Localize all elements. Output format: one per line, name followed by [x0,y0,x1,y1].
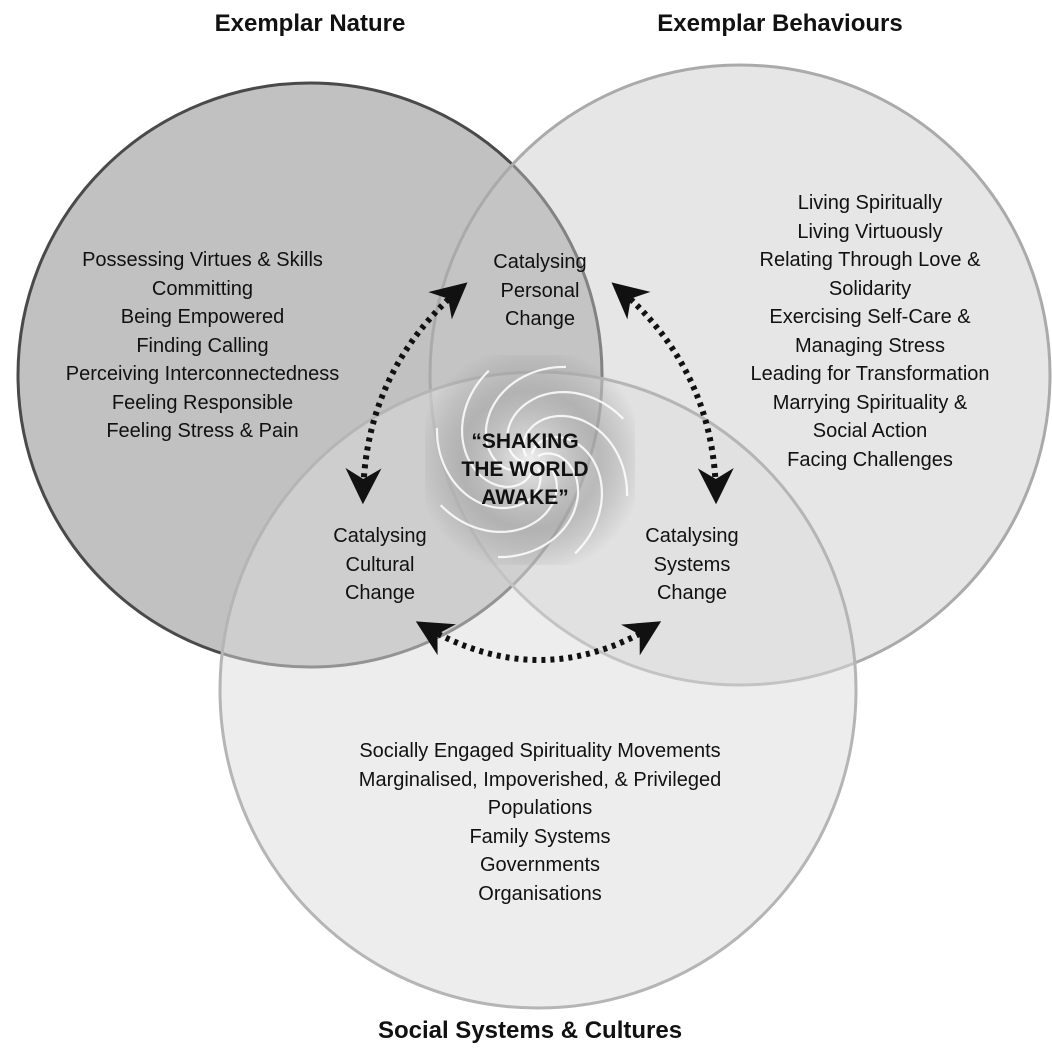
arrow-personal-systems [611,282,734,505]
behaviour-item: Facing Challenges [787,448,953,471]
center-slogan-line: AWAKE” [481,486,569,509]
system-item: Organisations [478,882,602,905]
change-label-line: Personal [500,279,580,302]
arrow-personal-cultural [345,282,468,505]
center-slogan-line: THE WORLD [461,458,589,481]
system-item: Family Systems [469,825,611,848]
change-label-line: Change [344,582,416,604]
change-label-line: Systems [653,553,731,576]
nature-item: Feeling Stress & Pain [106,420,299,442]
nature-item: Possessing Virtues & Skills [82,249,323,271]
behaviour-item: Relating Through Love & [759,249,981,271]
nature-item: Finding Calling [136,334,269,357]
change-label-line: Change [656,582,728,604]
change-label-line: Catalysing [493,251,587,273]
title-social-systems-cultures: Social Systems & Cultures [377,1017,683,1044]
nature-item: Committing [151,277,254,300]
behaviour-item: Social Action [812,420,928,442]
behaviour-item: Living Spiritually [797,192,943,214]
spiral-arm [497,452,580,559]
spiral-arm [506,391,625,464]
system-item: Marginalised, Impoverished, & Privileged [358,768,722,791]
center-slogan-line: “SHAKING [471,430,579,453]
spiral-arm [530,436,603,555]
nature-item: Perceiving Interconnectedness [65,363,340,385]
nature-item: Being Empowered [120,306,285,328]
spiral-arm [439,460,558,533]
behaviour-item: Living Virtuously [797,220,943,243]
system-item: Populations [487,797,593,819]
title-exemplar-nature: Exemplar Nature [214,10,406,37]
nature-item: Feeling Responsible [111,391,294,414]
system-item: Socially Engaged Spirituality Movements [359,740,721,762]
system-item: Governments [479,854,601,876]
center-slogan: “SHAKING THE WORLD AWAKE” [440,428,610,512]
behaviour-item: Marrying Spirituality & [772,391,968,414]
change-label-line: Cultural [345,553,415,576]
change-label-line: Change [504,308,576,330]
behaviour-item: Managing Stress [794,334,946,357]
behaviour-item: Exercising Self-Care & [769,306,971,328]
change-label-line: Catalysing [645,525,739,547]
spiral-arm [484,365,567,472]
behaviour-item: Leading for Transformation [750,363,990,385]
change-label-line: Catalysing [333,525,427,547]
title-exemplar-behaviours: Exemplar Behaviours [657,10,903,37]
behaviour-item: Solidarity [828,277,912,300]
